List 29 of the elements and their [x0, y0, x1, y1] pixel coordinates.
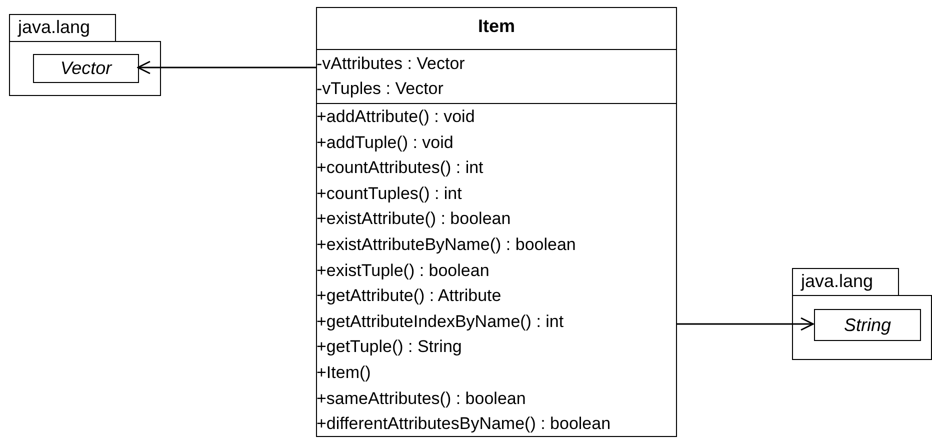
method-text: +sameAttributes() : boolean: [316, 388, 526, 410]
method-text: +countTuples() : int: [316, 182, 462, 205]
method-text: +countAttributes() : int: [316, 157, 484, 180]
package-tab: [9, 14, 116, 42]
method-text: +addTuple() : void: [316, 132, 454, 154]
attribute-text: -vAttributes : Vector: [316, 53, 465, 75]
method-text: +getTuple() : String: [316, 336, 462, 358]
method-text: +existTuple() : boolean: [316, 260, 490, 282]
association-arrow: [677, 317, 814, 331]
method-text: +existAttributeByName() : boolean: [316, 234, 576, 256]
method-text: +differentAttributesByName() : boolean: [316, 413, 611, 436]
class-name: Item: [476, 16, 516, 37]
package-name: java.lang: [800, 270, 874, 293]
class-box: [814, 309, 921, 341]
attribute-text: -vTuples : Vector: [316, 78, 444, 100]
package-tab: [792, 268, 899, 296]
class-name: String: [844, 314, 892, 336]
class-name: Vector: [60, 58, 112, 79]
package-frame: [9, 41, 161, 96]
method-text: +addAttribute() : void: [316, 106, 475, 128]
method-text: +getAttributeIndexByName() : int: [316, 310, 564, 333]
association-arrow: [137, 60, 316, 74]
package-frame: [792, 295, 932, 360]
method-text: +getAttribute() : Attribute: [316, 285, 502, 308]
class-box: [316, 7, 677, 437]
package-name: java.lang: [16, 16, 92, 39]
method-text: +Item(): [316, 362, 371, 384]
class-box: [33, 54, 139, 83]
method-text: +existAttribute() : boolean: [316, 208, 511, 230]
